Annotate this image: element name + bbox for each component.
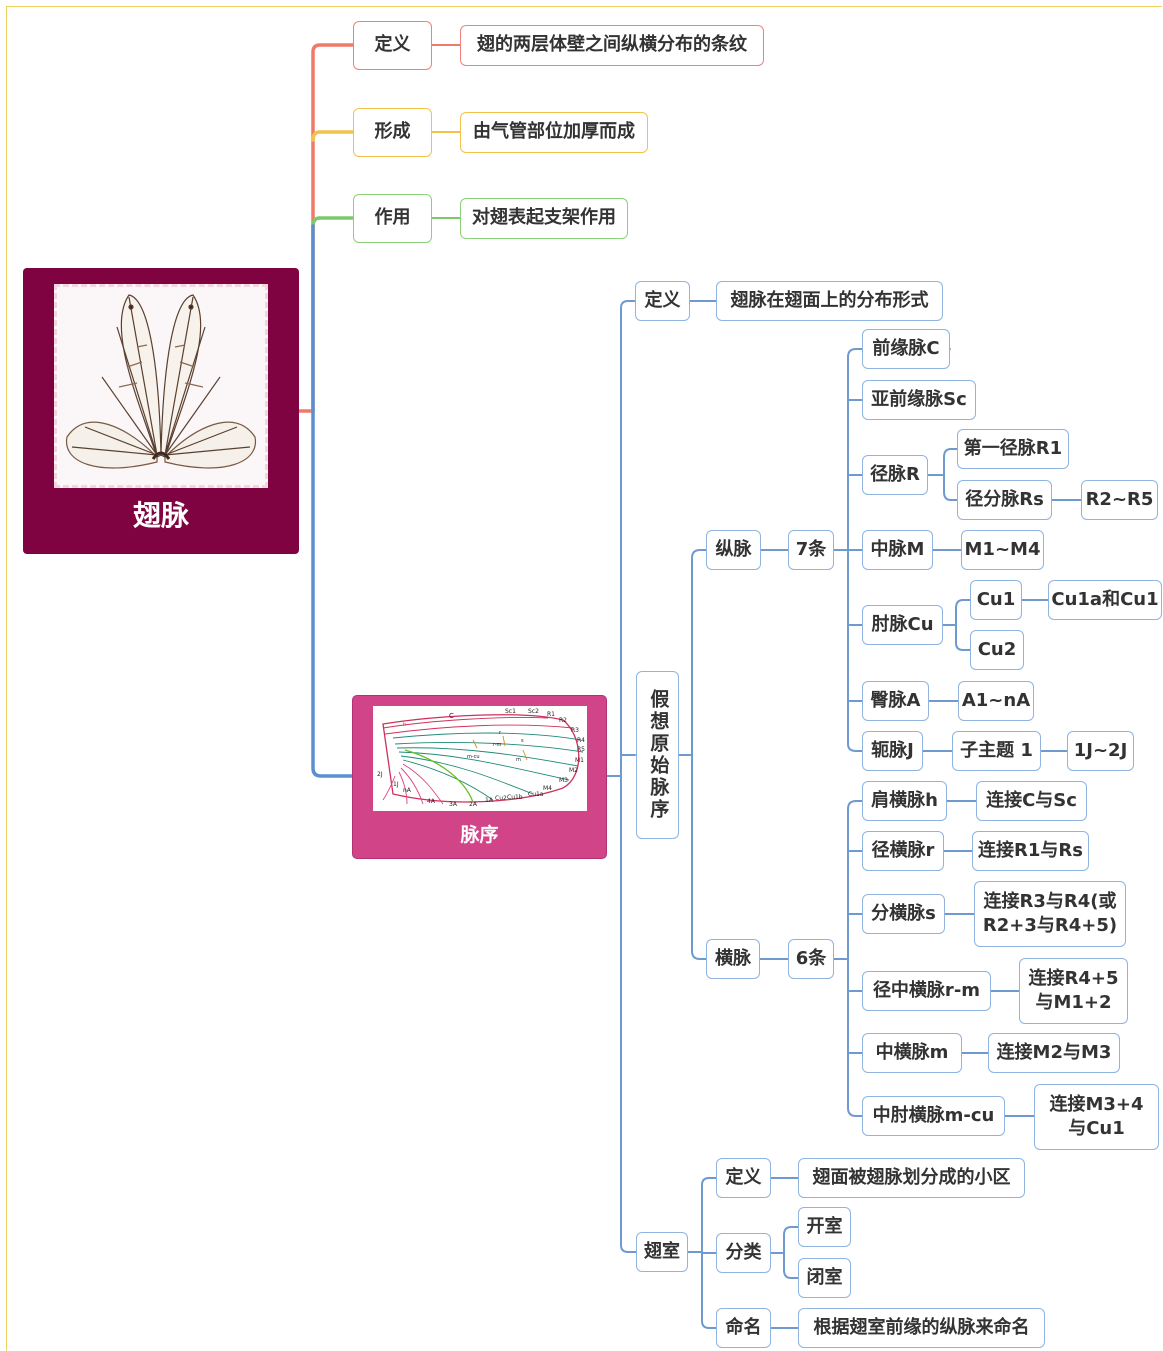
wing-cell-node[interactable]: 翅室 [636,1232,688,1272]
cell-definition-node[interactable]: 定义 [716,1158,771,1198]
fig-label-sc1: Sc1 [505,708,516,715]
radio-medial-node[interactable]: 径中横脉r-m [862,971,991,1011]
wing-venation-diagram: C Sc1 Sc2 R1 R2 R3 R4 R5 M1 M2 M3 M4 Cu1… [373,706,587,811]
formation-value[interactable]: 由气管部位加厚而成 [460,112,648,153]
open-cell-node[interactable]: 开室 [798,1207,851,1247]
anal-sub-node[interactable]: A1~nA [958,681,1034,721]
fig-label-r2: R2 [559,717,567,724]
jugal-sub2-node[interactable]: 1J~2J [1067,731,1134,771]
fig-label-m3: M3 [559,777,568,784]
cross-vein-node[interactable]: 横脉 [706,939,760,979]
medial-cross-node[interactable]: 中横脉m [862,1033,962,1073]
fig-label-1j: 1J [393,781,399,788]
fig-label-cu1a: Cu1a [528,791,544,798]
cu1-sub-node[interactable]: Cu1a和Cu1 [1048,580,1162,620]
longitudinal-count[interactable]: 7条 [788,530,834,570]
fig-label-r1: R1 [547,711,555,718]
jugal-subtopic-node[interactable]: 子主题 1 [952,731,1041,771]
cell-naming-node[interactable]: 命名 [716,1308,771,1348]
cross-count[interactable]: 6条 [788,939,834,979]
fig-label-r: r [499,730,502,736]
venation-definition-node[interactable]: 定义 [635,281,690,321]
fig-label-na: nA [403,787,412,794]
definition-value[interactable]: 翅的两层体壁之间纵横分布的条纹 [460,25,764,66]
rs-node[interactable]: 径分脉Rs [957,480,1052,520]
radial-cross-node[interactable]: 径横脉r [862,831,944,871]
cell-naming-value[interactable]: 根据翅室前缘的纵脉来命名 [798,1308,1045,1348]
sectoral-value[interactable]: 连接R3与R4(或R2+3与R4+5) [974,881,1126,947]
venation-topic[interactable]: C Sc1 Sc2 R1 R2 R3 R4 R5 M1 M2 M3 M4 Cu1… [352,695,607,859]
r1-node[interactable]: 第一径脉R1 [957,429,1069,469]
cell-definition-value[interactable]: 翅面被翅脉划分成的小区 [798,1158,1025,1198]
fig-label-2j: 2J [377,771,383,778]
fig-label-m: m [516,757,521,763]
costa-node[interactable]: 前缘脉C [862,329,950,369]
fig-label-2a: 2A [469,801,478,808]
fig-label-h: h [403,722,406,728]
subcosta-node[interactable]: 亚前缘脉Sc [862,380,976,420]
function-node[interactable]: 作用 [353,194,432,243]
fig-label-c: C [449,712,454,720]
humeral-value[interactable]: 连接C与Sc [976,781,1087,821]
fig-label-4a: 4A [427,798,436,805]
cubitus-node[interactable]: 肘脉Cu [862,605,943,645]
anal-node[interactable]: 臀脉A [862,681,929,721]
fig-label-3a: 3A [449,801,458,808]
cicada-wings-photo [54,284,268,488]
radial-cross-value[interactable]: 连接R1与Rs [972,831,1089,871]
fig-label-1a: 1A [485,797,494,804]
jugal-node[interactable]: 轭脉J [862,731,923,771]
radio-medial-value[interactable]: 连接R4+5与M1+2 [1019,958,1128,1024]
sectoral-node[interactable]: 分横脉s [862,894,945,934]
rs-sub-node[interactable]: R2~R5 [1081,480,1158,520]
fig-label-sc2: Sc2 [528,708,539,715]
venation-definition-value[interactable]: 翅脉在翅面上的分布形式 [716,281,943,321]
canvas-frame [6,6,1162,1351]
medio-cubital-node[interactable]: 中肘横脉m-cu [862,1096,1005,1136]
cu1-node[interactable]: Cu1 [970,580,1022,620]
root-title: 翅脉 [132,499,189,532]
fig-label-m2: M2 [569,767,578,774]
function-value[interactable]: 对翅表起支架作用 [460,198,628,239]
fig-label-r-m: r-m [493,742,502,748]
fig-label-r3: R3 [571,727,579,734]
radius-node[interactable]: 径脉R [862,455,928,495]
hypothetical-venation-node[interactable]: 假想原始脉序 [636,671,679,839]
cell-classification-node[interactable]: 分类 [716,1233,771,1273]
humeral-node[interactable]: 肩横脉h [862,781,947,821]
medio-cubital-value[interactable]: 连接M3+4与Cu1 [1034,1084,1159,1150]
fig-label-m4: M4 [543,785,552,792]
formation-node[interactable]: 形成 [353,108,432,157]
fig-label-r4: R4 [577,737,585,744]
longitudinal-vein-node[interactable]: 纵脉 [706,530,761,570]
fig-label-cu2: Cu2 [495,795,507,802]
definition-node[interactable]: 定义 [353,21,432,70]
venation-title: 脉序 [460,824,499,846]
fig-label-m1: M1 [575,757,584,764]
media-sub-node[interactable]: M1~M4 [961,530,1044,570]
hypothetical-venation-label: 假想原始脉序 [647,689,670,821]
closed-cell-node[interactable]: 闭室 [798,1258,851,1298]
medial-cross-value[interactable]: 连接M2与M3 [988,1033,1120,1073]
cu2-node[interactable]: Cu2 [970,630,1024,670]
fig-label-r5: R5 [577,746,585,753]
fig-label-cu1b: Cu1b [507,794,523,801]
root-topic[interactable]: 翅脉 [23,268,299,554]
fig-label-m-cu: m-cu [467,754,480,760]
fig-label-s: s [521,738,524,744]
media-node[interactable]: 中脉M [862,530,933,570]
